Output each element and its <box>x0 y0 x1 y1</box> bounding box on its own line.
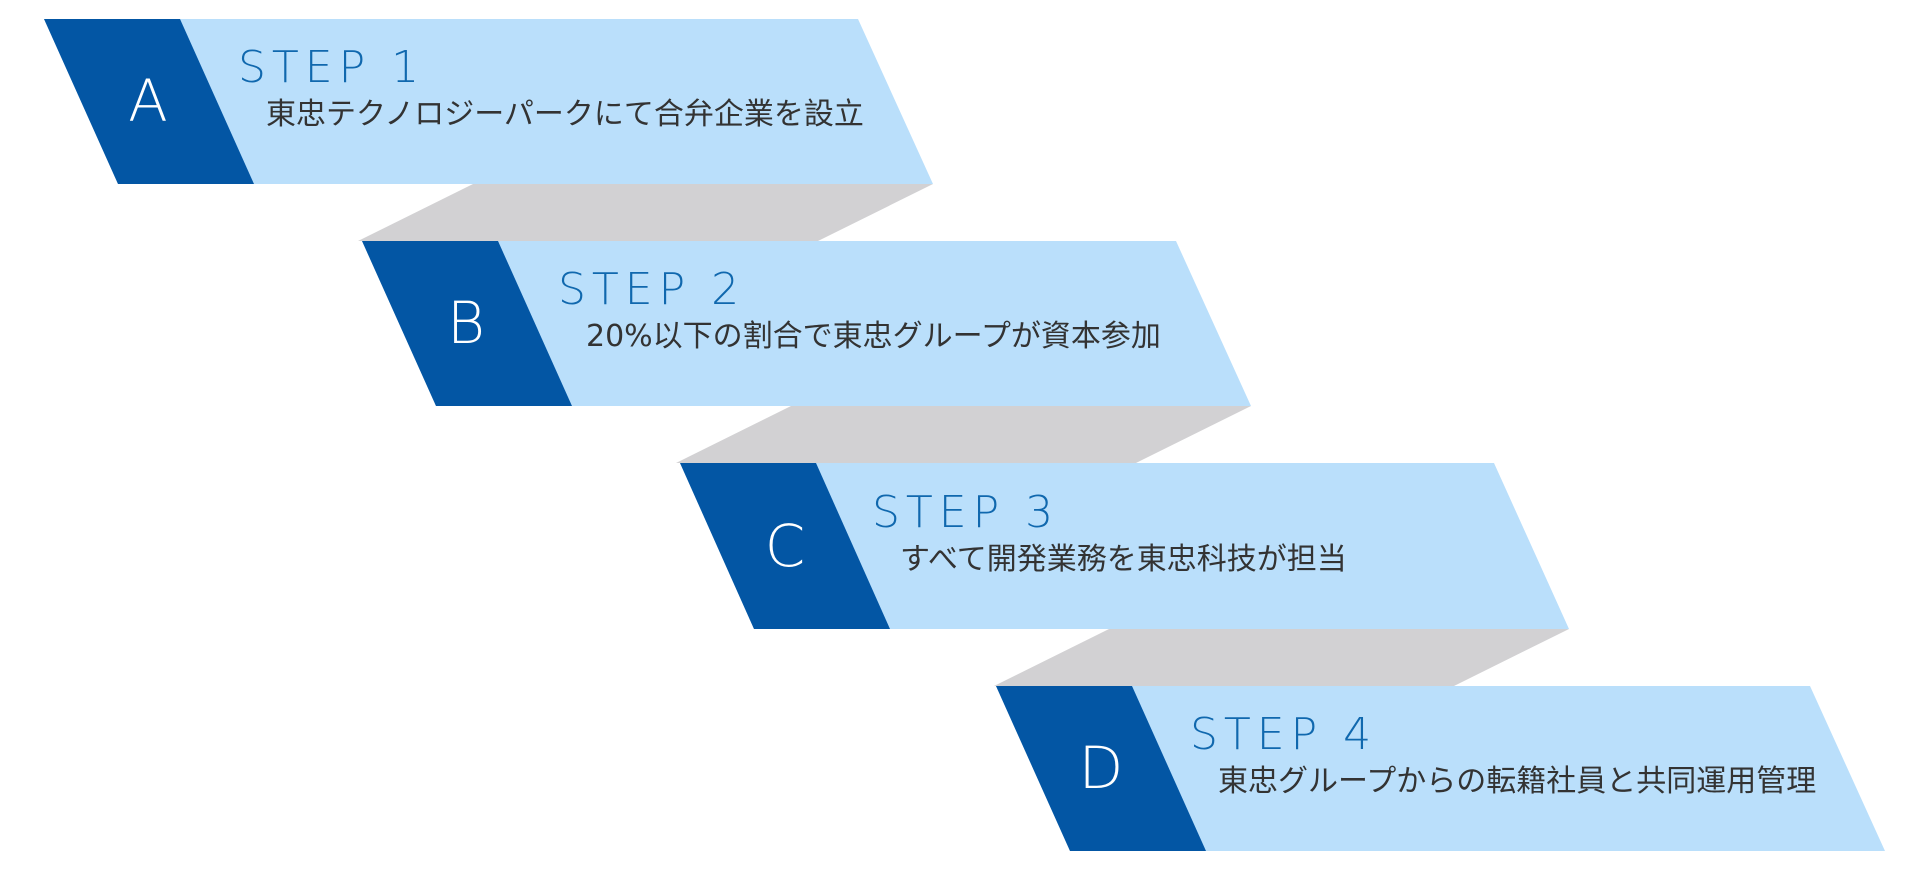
step-panel-d <box>996 686 1885 851</box>
connector-1-2 <box>358 184 933 241</box>
step-letter-c: C <box>765 512 806 580</box>
step-panel-a <box>44 19 933 184</box>
connector-3-4 <box>994 629 1569 686</box>
step-block-a: A STEP 1 東忠テクノロジーパークにて合弁企業を設立 <box>44 19 933 184</box>
step-description-4: 東忠グループからの転籍社員と共同運用管理 <box>1218 764 1816 799</box>
step-panel-b <box>362 241 1251 406</box>
step-letter-b: B <box>447 289 485 357</box>
step-letter-tab-c <box>680 463 890 629</box>
step-title-1: STEP 1 <box>238 42 425 93</box>
step-description-3: すべて開発業務を東忠科技が担当 <box>900 542 1347 577</box>
step-letter-tab-d <box>996 686 1206 851</box>
step-panel-c <box>680 463 1569 629</box>
step-letter-tab-b <box>362 241 572 406</box>
step-block-d: D STEP 4 東忠グループからの転籍社員と共同運用管理 <box>996 686 1885 851</box>
step-letter-tab-a <box>44 19 254 184</box>
step-block-b: B STEP 2 20%以下の割合で東忠グループが資本参加 <box>362 241 1251 406</box>
step-description-1: 東忠テクノロジーパークにて合弁企業を設立 <box>266 97 864 132</box>
connector-2-3 <box>676 406 1251 463</box>
step-letter-a: A <box>128 67 168 135</box>
step-block-c: C STEP 3 すべて開発業務を東忠科技が担当 <box>680 463 1569 629</box>
step-title-4: STEP 4 <box>1190 709 1377 760</box>
step-title-3: STEP 3 <box>872 487 1059 538</box>
step-title-2: STEP 2 <box>558 264 745 315</box>
step-description-2: 20%以下の割合で東忠グループが資本参加 <box>586 319 1161 354</box>
step-letter-d: D <box>1079 734 1124 802</box>
